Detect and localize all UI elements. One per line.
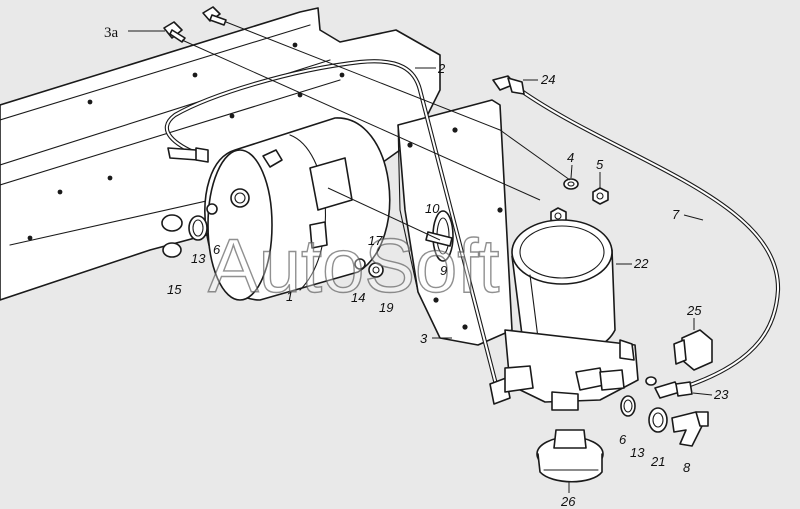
nut-5 <box>592 187 609 205</box>
callout-3: 3 <box>420 331 428 346</box>
callout-14: 14 <box>351 290 365 305</box>
callout-22: 22 <box>633 256 649 271</box>
seal-ring-6-left <box>188 215 208 241</box>
valve-25 <box>673 329 713 371</box>
connector-23 <box>654 381 693 399</box>
callout-6-right: 6 <box>619 432 627 447</box>
callout-13-right: 13 <box>630 445 645 460</box>
elbow-8 <box>671 411 709 447</box>
callout-2: 2 <box>437 61 446 76</box>
callout-3a: 3а <box>104 25 119 41</box>
callout-labels: 3а 2 24 4 5 7 10 17 9 22 6 13 15 1 14 19… <box>104 25 729 509</box>
receiver-tank <box>204 117 391 301</box>
fitting-24 <box>492 75 525 95</box>
washer-4 <box>563 178 579 190</box>
pressure-line <box>164 59 511 405</box>
bolt-3a <box>163 21 186 43</box>
callout-6-left: 6 <box>213 242 221 257</box>
leader-lines <box>128 21 713 493</box>
air-dryer <box>504 219 639 411</box>
washer-13-right <box>648 407 668 433</box>
callout-25: 25 <box>686 303 702 318</box>
plug-15 <box>161 214 183 258</box>
callout-5: 5 <box>596 157 604 172</box>
callout-9: 9 <box>440 263 447 278</box>
callout-8: 8 <box>683 460 691 475</box>
callout-26: 26 <box>560 494 576 509</box>
callout-1: 1 <box>286 289 293 304</box>
callout-4: 4 <box>567 150 574 165</box>
callout-24: 24 <box>540 72 555 87</box>
cartridge-26 <box>536 429 604 483</box>
hose <box>517 87 781 388</box>
callout-15: 15 <box>167 282 182 297</box>
washer-6-small <box>645 376 657 386</box>
callout-23: 23 <box>713 387 729 402</box>
callout-21: 21 <box>650 454 665 469</box>
fitting-14 <box>354 258 366 270</box>
callout-17: 17 <box>368 233 383 248</box>
seal-ring-6-right <box>620 395 636 417</box>
fitting-19 <box>368 262 384 278</box>
callout-10: 10 <box>425 201 440 216</box>
callout-13-left: 13 <box>191 251 206 266</box>
watermark: AutoSoft <box>208 224 500 309</box>
bolt-upper <box>202 6 227 26</box>
callout-19: 19 <box>379 300 393 315</box>
callout-7: 7 <box>672 207 680 222</box>
